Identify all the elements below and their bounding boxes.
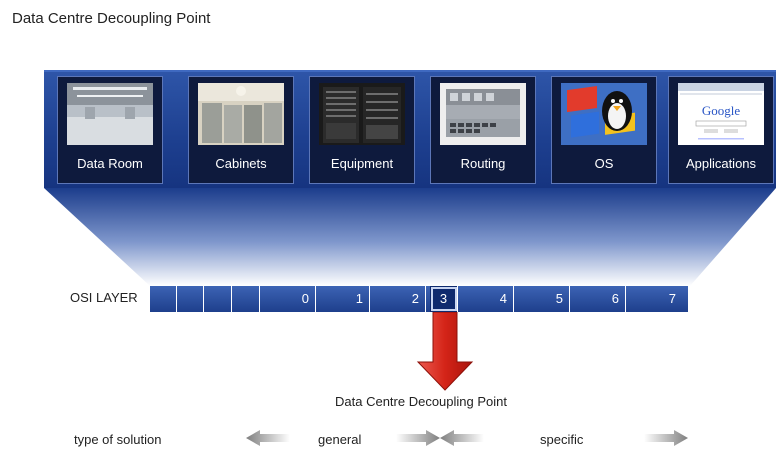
osi-cell-5: 5: [514, 286, 570, 312]
routing-photo-icon: [440, 83, 526, 145]
tile-equipment: Equipment: [309, 76, 415, 184]
os-logo-photo-icon: [561, 83, 647, 145]
osi-cell-3-highlighted: 3: [430, 286, 458, 312]
arrow-left-icon: [246, 430, 290, 446]
osi-cell-1: 1: [316, 286, 370, 312]
osi-cell-0: 0: [260, 286, 316, 312]
tile-label: OS: [594, 156, 614, 171]
osi-cell-2: 2: [370, 286, 426, 312]
diagram-title: Data Centre Decoupling Point: [12, 10, 211, 27]
osi-layer-label: OSI LAYER: [70, 290, 138, 305]
tile-label: Cabinets: [215, 156, 267, 171]
tile-routing: Routing: [430, 76, 536, 184]
osi-cell-4: 4: [458, 286, 514, 312]
arrow-right-icon: [644, 430, 688, 446]
tile-label: Routing: [460, 156, 506, 171]
data-room-photo-icon: [67, 83, 153, 145]
osi-layer-bar: 0 1 2 3 4 5 6 7: [150, 286, 688, 312]
osi-cell: [150, 286, 177, 312]
arrow-right-icon: [396, 430, 440, 446]
cabinets-photo-icon: [198, 83, 284, 145]
specific-label: specific: [540, 432, 584, 447]
osi-cell-7: 7: [668, 291, 676, 306]
osi-cell: [232, 286, 260, 312]
decoupling-point-label: Data Centre Decoupling Point: [335, 394, 507, 409]
tile-label: Data Room: [77, 156, 143, 171]
tile-label: Equipment: [330, 156, 394, 171]
tile-label: Applications: [685, 156, 757, 171]
osi-cell-6: 6: [570, 286, 626, 312]
tile-applications: Google Applications: [668, 76, 774, 184]
google-logo-text: Google: [702, 103, 741, 118]
arrow-left-icon: [440, 430, 484, 446]
tile-os: OS: [551, 76, 657, 184]
general-label: general: [318, 432, 362, 447]
osi-cell: [204, 286, 232, 312]
decoupling-arrow-icon: [416, 312, 474, 391]
tile-data-room: Data Room: [57, 76, 163, 184]
google-browser-screenshot-icon: Google: [678, 83, 764, 145]
osi-cell: [177, 286, 204, 312]
solution-type-label: type of solution: [74, 432, 162, 447]
equipment-photo-icon: [319, 83, 405, 145]
tile-cabinets: Cabinets: [188, 76, 294, 184]
